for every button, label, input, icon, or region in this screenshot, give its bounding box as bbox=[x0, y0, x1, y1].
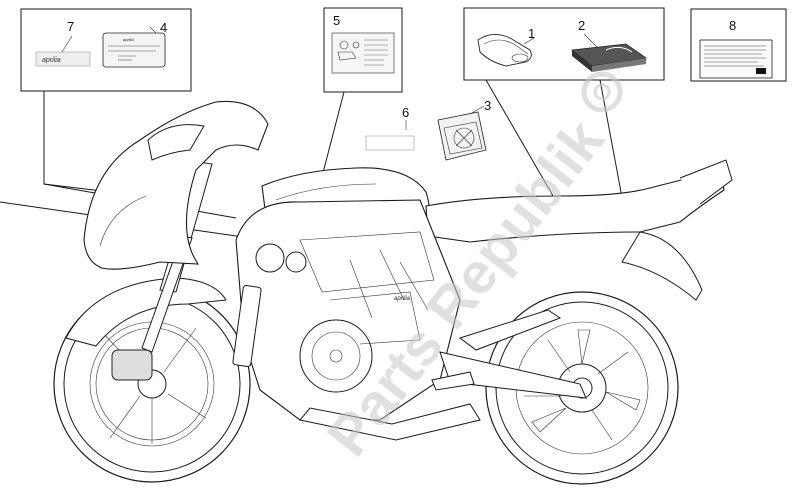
front-fairing bbox=[83, 100, 269, 270]
engine-brand-text: aprilia bbox=[394, 296, 411, 302]
callout-4: 4 bbox=[160, 20, 167, 35]
swingarm bbox=[439, 351, 587, 399]
label-part-8 bbox=[699, 39, 773, 79]
callout-1: 1 bbox=[528, 26, 535, 41]
inset-box-center bbox=[323, 7, 403, 93]
callout-6: 6 bbox=[402, 105, 409, 120]
plate-4-brand: aprilia bbox=[123, 37, 134, 42]
seat-tail bbox=[425, 169, 725, 243]
document-kit-part-2 bbox=[570, 33, 648, 72]
grille-decal-part-3 bbox=[437, 105, 487, 161]
plate-part-4: aprilia bbox=[102, 26, 166, 68]
decal-7-brand: aprilia bbox=[42, 57, 61, 64]
callout-3: 3 bbox=[484, 98, 491, 113]
motorcycle-drawing bbox=[53, 100, 733, 485]
callout-2: 2 bbox=[578, 18, 585, 33]
inset-box-far-right bbox=[690, 8, 787, 82]
callout-7: 7 bbox=[67, 19, 74, 34]
pouch-part-1 bbox=[477, 34, 535, 67]
decal-part-7: aprilia bbox=[35, 35, 91, 67]
inset-box-left bbox=[20, 8, 192, 92]
label-part-5 bbox=[331, 32, 395, 74]
callout-5: 5 bbox=[333, 13, 340, 28]
gear-icon bbox=[581, 71, 623, 113]
inset-box-right bbox=[463, 7, 665, 81]
callout-8: 8 bbox=[729, 18, 736, 33]
decal-strip-part-6 bbox=[365, 120, 415, 151]
